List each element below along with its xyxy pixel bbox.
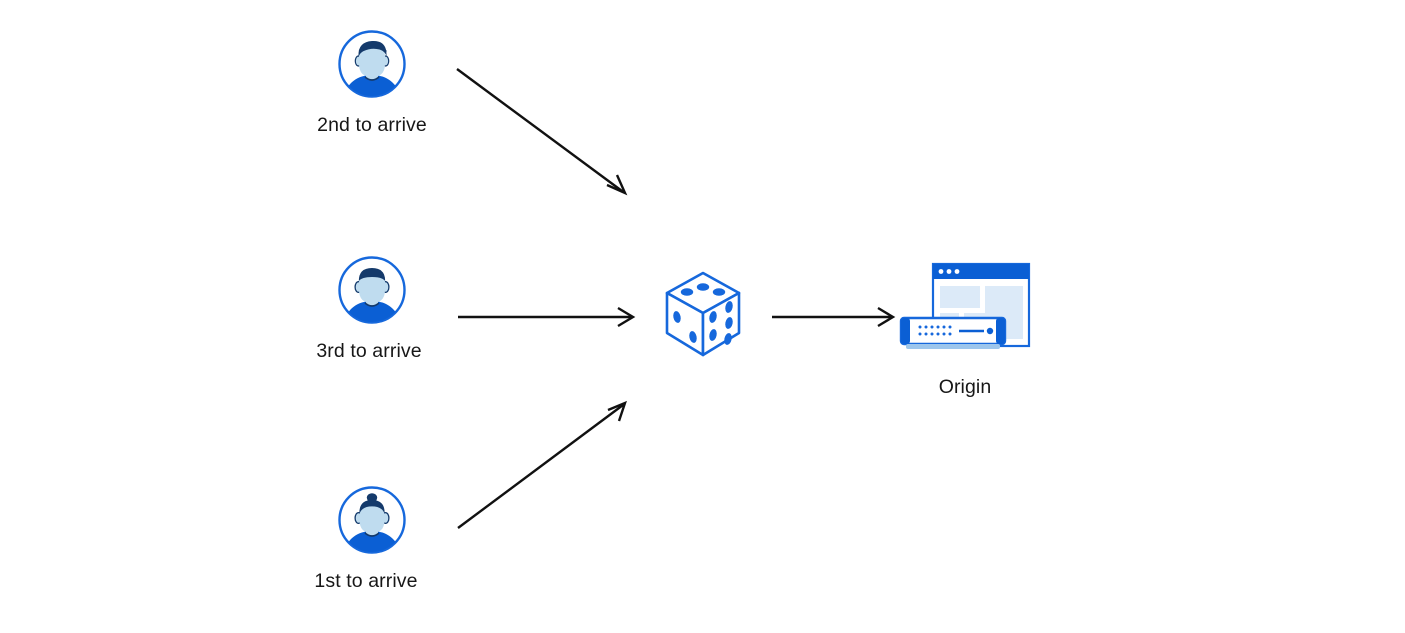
client-node-3rd[interactable]: 3rd to arrive: [316, 254, 422, 362]
arrow-1st-to-dice: [457, 400, 627, 529]
randomizer-node[interactable]: [659, 267, 747, 365]
user-avatar-icon: [338, 486, 406, 554]
user-avatar-icon: [338, 30, 406, 98]
origin-server-icon: [899, 262, 1031, 349]
arrow-3rd-to-dice: [458, 306, 636, 328]
client-node-2nd[interactable]: 2nd to arrive: [317, 28, 427, 136]
client-label-3rd: 3rd to arrive: [316, 340, 422, 362]
client-label-1st: 1st to arrive: [314, 570, 418, 592]
origin-node[interactable]: Origin: [895, 258, 1035, 398]
router-device-icon: [899, 316, 1007, 349]
client-node-1st[interactable]: 1st to arrive: [314, 484, 417, 592]
origin-label: Origin: [938, 376, 992, 398]
user-avatar-icon: [338, 256, 406, 324]
client-label-2nd: 2nd to arrive: [317, 114, 427, 136]
dice-icon: [665, 271, 741, 357]
arrow-dice-to-origin: [772, 306, 896, 328]
